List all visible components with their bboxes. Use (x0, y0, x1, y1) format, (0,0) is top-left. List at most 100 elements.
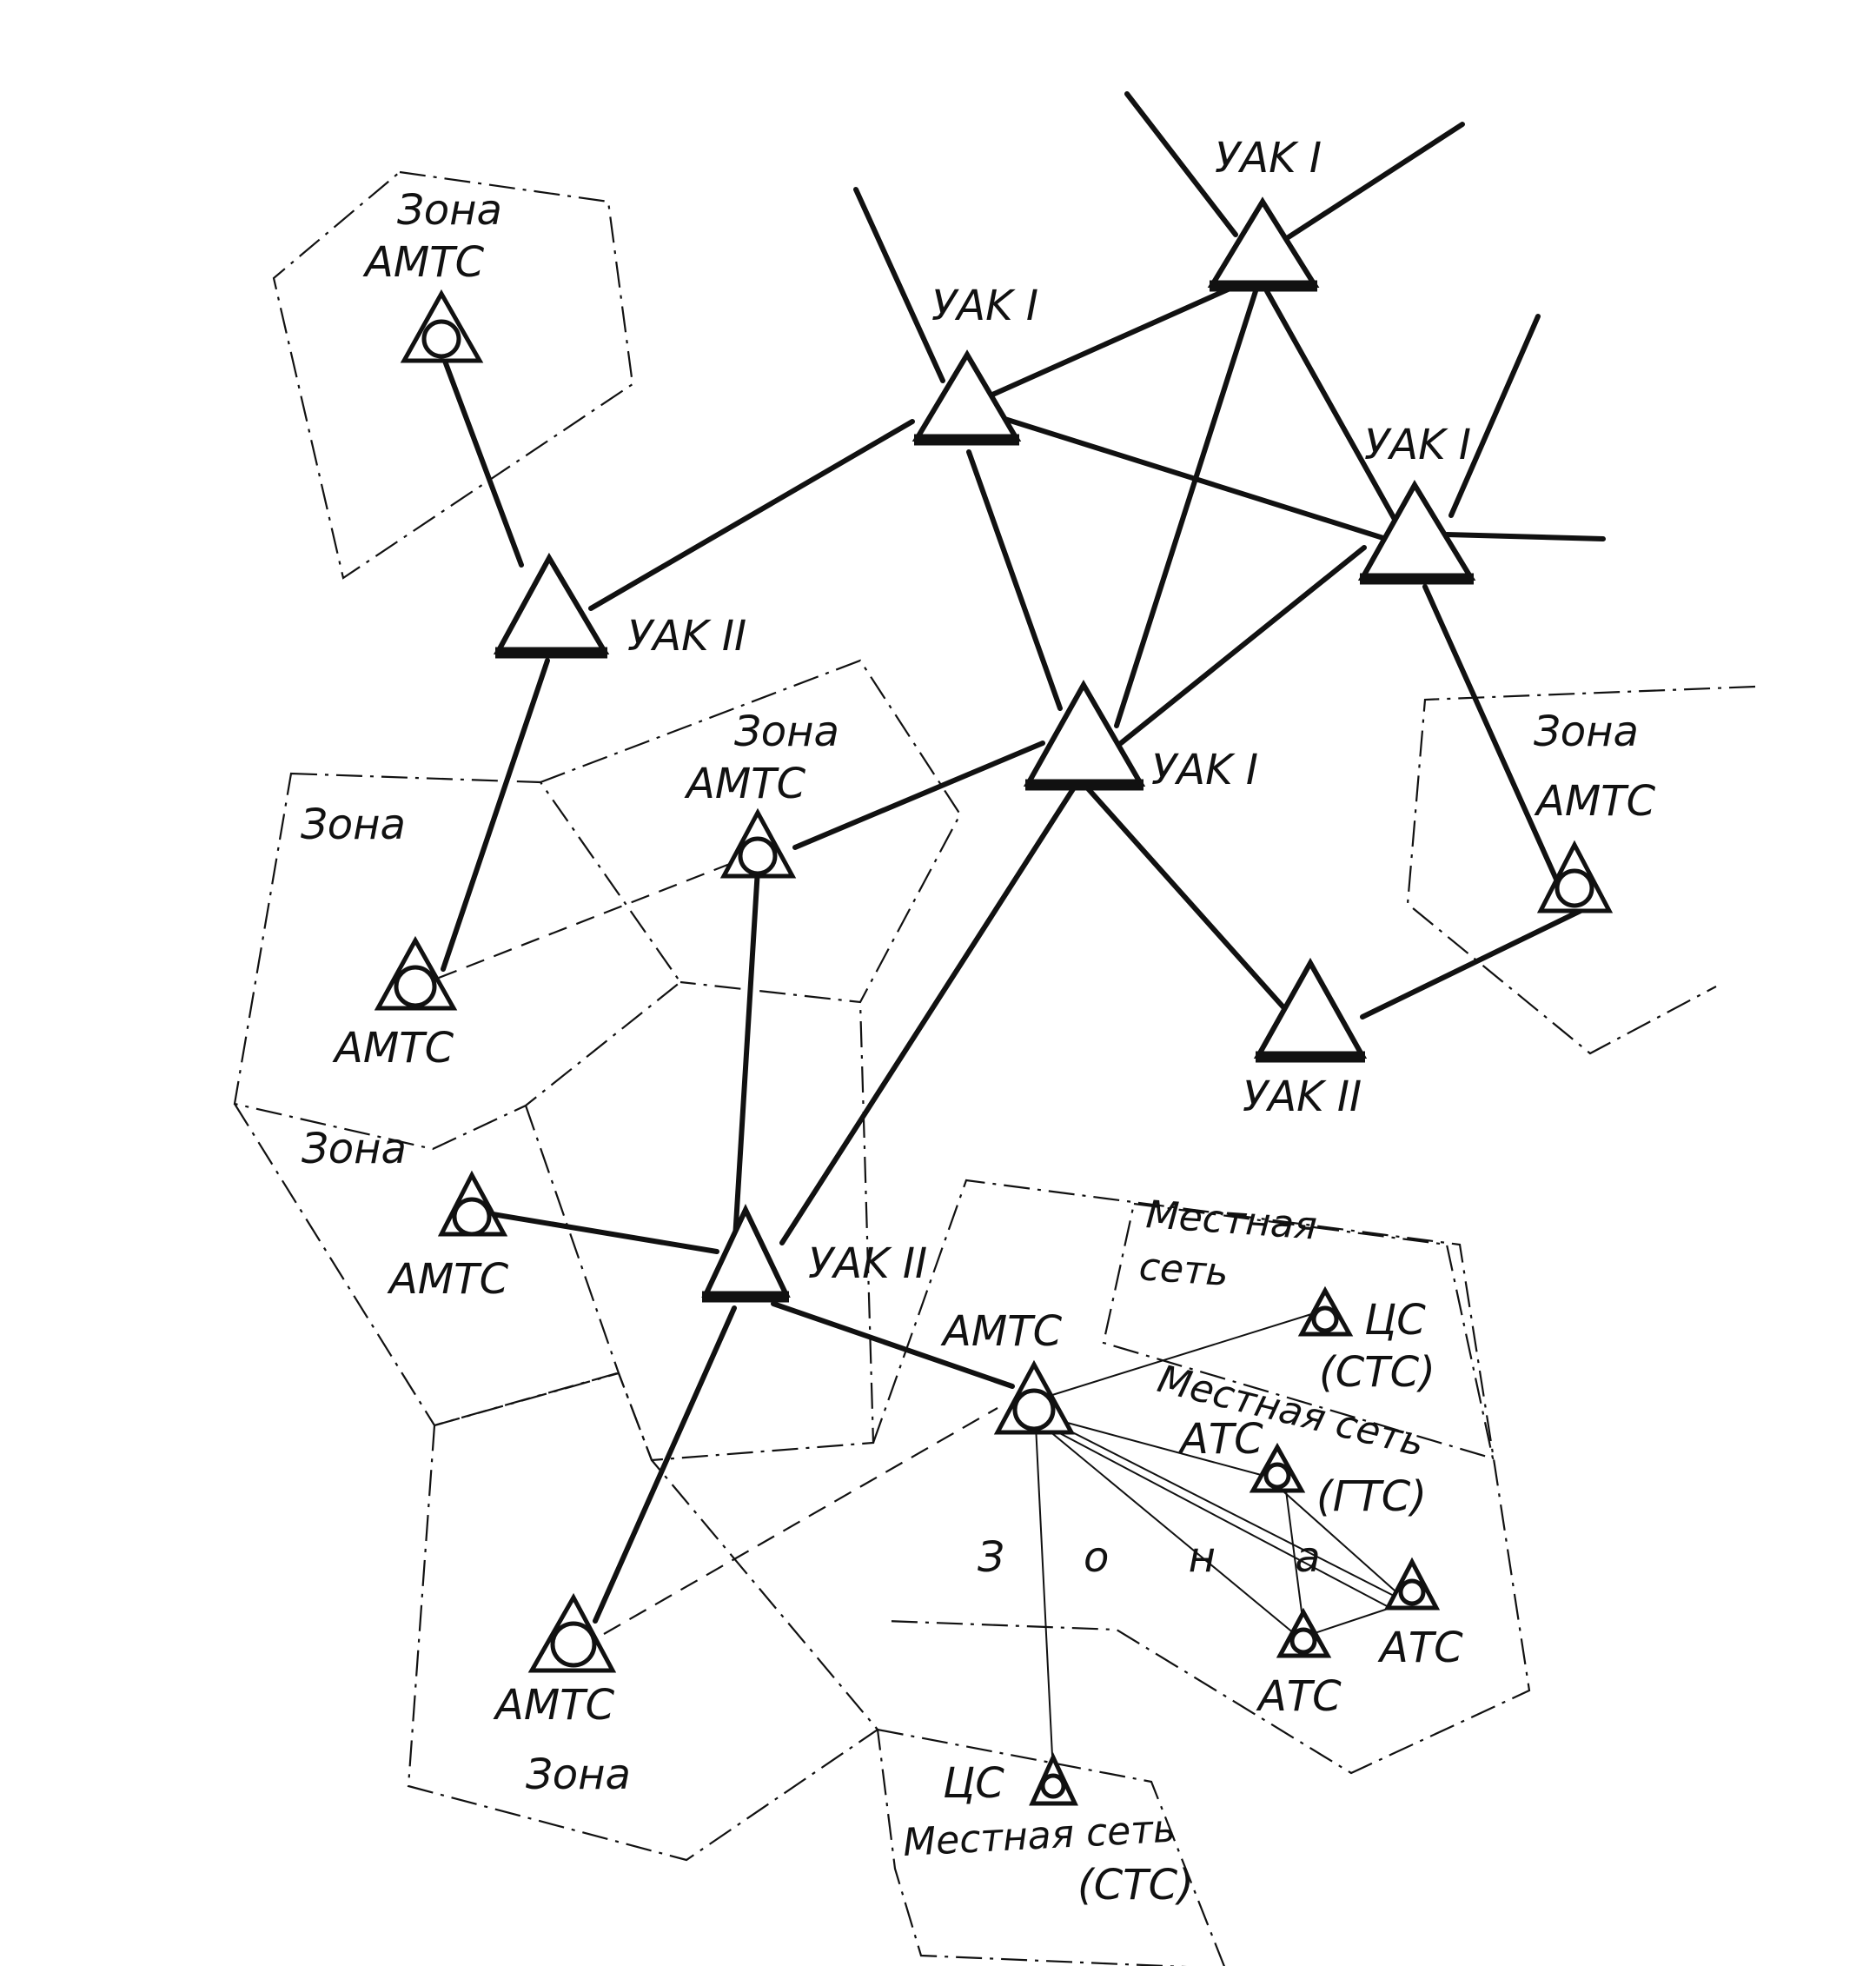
ats-node-right[interactable] (1383, 1557, 1441, 1611)
link-yak1-d-yak2-b (1084, 784, 1287, 1011)
link-yak1-c-yak1-d (1118, 545, 1367, 746)
zone-boundary-bottom-left (407, 1372, 879, 1862)
yak1-node-a[interactable] (911, 349, 1022, 446)
amts-node-b[interactable] (719, 807, 797, 879)
cs-node-top[interactable] (1297, 1285, 1354, 1337)
nodes-yak2 (493, 552, 1368, 1303)
label-zona-bottom-left: Зона (526, 1750, 631, 1799)
label-yak1-b: УAK I (1215, 134, 1322, 183)
link-yak2-a-amts-a (441, 354, 524, 568)
label-sts-top: (СТС) (1319, 1348, 1435, 1397)
link-amts-g-cs-bottom (1035, 1425, 1054, 1774)
label-ats-bottom: АТС (1256, 1672, 1342, 1721)
amts-node-f[interactable] (527, 1592, 617, 1673)
link-yak2-c-amts-g (771, 1301, 1015, 1389)
link-yak1-a-yak2-a (588, 419, 915, 611)
ats-node-bottom[interactable] (1276, 1607, 1332, 1658)
zone-boundary-mid-center (540, 659, 962, 1004)
link-yak2-c-amts-f (593, 1305, 737, 1624)
label-sts-bottom: (СТС) (1077, 1861, 1194, 1910)
label-amts-zone-top-left: АМТС (362, 238, 485, 287)
link-ats-bottom-ats-right (1311, 1607, 1391, 1635)
zone-boundary-bottom-right (876, 1728, 1225, 1966)
link-yak1-b-yak1-c (1264, 289, 1403, 533)
yak2-node-c[interactable] (701, 1204, 791, 1303)
link-ats-gts-ats-right (1275, 1484, 1395, 1591)
label-local-net-bottom: Местная сеть (902, 1807, 1177, 1865)
link-amts-g-ats-right-2 (1037, 1421, 1391, 1609)
link-yak2-a-amts-c (441, 658, 550, 972)
label-amts-zone-right: АМТС (1534, 777, 1656, 826)
label-zona-top-left: Зона (397, 186, 502, 235)
label-cs-top: ЦС (1364, 1296, 1426, 1345)
link-amts-g-ats-gts (1037, 1414, 1265, 1477)
label-yak1-c: УAK I (1364, 421, 1471, 469)
label-amts-c: АМТС (332, 1024, 454, 1073)
local-lines (1035, 1310, 1398, 1774)
trunk-lines (441, 91, 1606, 1624)
label-amts-f: АМТС (493, 1681, 615, 1730)
label-amts-g: АМТС (940, 1307, 1063, 1356)
label-zona-lower-left: Зона (302, 1125, 407, 1173)
amts-node-g[interactable] (993, 1359, 1076, 1435)
link-yak1-a-yak1-c (997, 415, 1389, 541)
link-amts-g-ats-bottom (1037, 1421, 1296, 1635)
link-yak1-d-yak2-c (779, 780, 1080, 1245)
nodes-amts (374, 289, 1614, 1673)
amts-node-e[interactable] (437, 1170, 508, 1237)
yak2-node-a[interactable] (493, 552, 610, 659)
yak1-node-d[interactable] (1023, 679, 1146, 791)
yak1-node-c[interactable] (1357, 480, 1476, 585)
link-amts-g-ats-right (1037, 1414, 1398, 1598)
label-local-net-set: сеть (1137, 1245, 1230, 1295)
link-amts-b-yak2-c (733, 867, 760, 1241)
yak1-node-b[interactable] (1207, 196, 1320, 292)
link-yak1-c-ext-e (1444, 532, 1606, 541)
label-yak1-d: УAK I (1151, 746, 1258, 794)
amts-node-d[interactable] (1536, 840, 1614, 913)
label-zona-right: Зона (1534, 707, 1639, 756)
amts-node-c[interactable] (374, 935, 458, 1011)
label-zona-main-spaced: З о н а (978, 1533, 1354, 1582)
link-amts-e-yak2-c (480, 1210, 719, 1254)
amts-node-a[interactable] (400, 289, 484, 363)
link-ats-gts-ats-bottom (1285, 1490, 1304, 1626)
link-yak1-c-ext-n (1448, 314, 1541, 518)
label-amts-zone-center: АМТС (684, 760, 806, 808)
label-yak1-a: УAK I (931, 282, 1038, 330)
zone-boundaries (233, 170, 1756, 1966)
link-yak1-b-ext-nw (1124, 91, 1238, 237)
link-yak1-d-amts-b (792, 741, 1045, 850)
label-ats-right: АТС (1377, 1624, 1463, 1672)
zone-boundary-local-net (1102, 1202, 1495, 1460)
nodes-yak1 (911, 196, 1476, 791)
link-yak1-a-ext (853, 187, 945, 383)
label-gts: (ГТС) (1316, 1472, 1427, 1521)
link-amts-g-cs-top (1037, 1310, 1323, 1400)
label-cs-bottom: ЦС (943, 1759, 1004, 1808)
zone-boundary-right (1406, 685, 1756, 1055)
cs-node-bottom[interactable] (1029, 1752, 1078, 1806)
link-yak2-b-amts-d (1360, 906, 1588, 1020)
label-amts-e: АМТС (387, 1255, 509, 1304)
link-yak1-b-ext-ne (1282, 122, 1465, 242)
label-yak2-c: УAK II (808, 1239, 927, 1288)
label-local-net-title: Местная (1144, 1192, 1318, 1249)
link-yak1-a-yak1-d (966, 449, 1063, 711)
label-zona-center: Зона (734, 707, 839, 756)
link-amts-c-amts-b-dashed (438, 859, 739, 980)
yak2-node-b[interactable] (1253, 957, 1368, 1063)
secondary-lines (438, 859, 998, 1635)
link-yak1-c-yak2-d (1422, 584, 1564, 893)
label-ats-gts: АТС (1177, 1415, 1263, 1464)
ats-gts-node[interactable] (1249, 1442, 1306, 1493)
label-zona-mid-left: Зона (301, 800, 406, 849)
labels: УAK I УAK I УAK I УAK I УAK II УAK II УA… (301, 134, 1656, 1910)
link-amts-f-amts-g-dashed (603, 1407, 998, 1635)
link-yak1-a-yak1-b (988, 284, 1236, 398)
label-yak2-b: УAK II (1243, 1073, 1362, 1121)
nodes-local (1029, 1285, 1441, 1806)
label-yak2-a: УAK II (627, 612, 746, 661)
